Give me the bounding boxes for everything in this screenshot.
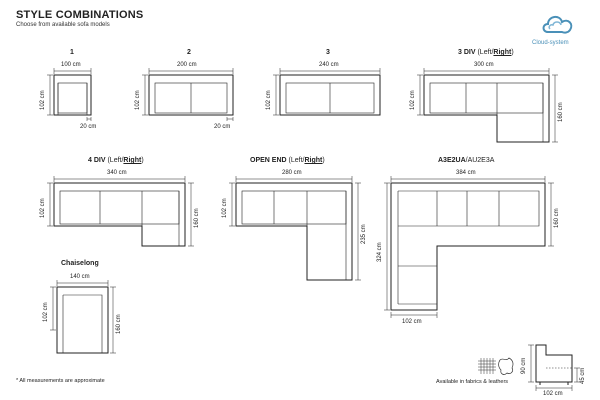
side-seat: 45 cm — [580, 367, 586, 384]
fabrics-note: Available in fabrics & leathers — [436, 379, 509, 385]
model-1-label: 1 — [70, 49, 74, 56]
ma3e-width: 384 cm — [456, 170, 476, 176]
sofa-a3e2ua-drawing — [390, 182, 546, 311]
m3-width: 240 cm — [319, 62, 339, 68]
ma3e-height: 324 cm — [377, 242, 383, 262]
side-height: 90 cm — [521, 357, 527, 374]
m1-height: 102 cm — [40, 90, 46, 110]
sofa-2-drawing — [148, 74, 234, 116]
sofa-chaiselong-drawing — [56, 286, 109, 354]
m4div-height: 102 cm — [40, 198, 46, 218]
model-3-label: 3 — [326, 49, 330, 56]
m2-height: 102 cm — [135, 90, 141, 110]
m3div-height: 102 cm — [410, 90, 416, 110]
sofa-3div-drawing — [423, 74, 550, 143]
measurement-note: * All measurements are approximate — [16, 378, 105, 384]
m4div-depth: 160 cm — [194, 208, 200, 228]
mchaise-height: 102 cm — [43, 302, 49, 322]
m3-height: 102 cm — [266, 90, 272, 110]
mchaise-width: 140 cm — [70, 274, 90, 280]
fabric-icon — [478, 358, 496, 374]
m3div-depth: 160 cm — [558, 102, 564, 122]
mopen-width: 280 cm — [282, 170, 302, 176]
ma3e-depth: 160 cm — [554, 208, 560, 228]
side-depth: 102 cm — [543, 391, 563, 397]
m2-width: 200 cm — [177, 62, 197, 68]
brand-name: Cloud-system — [532, 40, 569, 46]
mchaise-depth: 160 cm — [116, 314, 122, 334]
cloud-logo-icon — [542, 16, 573, 34]
page-title: STYLE COMBINATIONS — [16, 9, 144, 21]
mopen-depth: 235 cm — [361, 224, 367, 244]
model-3div-label: 3 DIV (Left/Right) — [458, 49, 514, 56]
model-4div-label: 4 DIV (Left/Right) — [88, 157, 144, 164]
sofa-side-profile-drawing — [535, 344, 573, 385]
model-2-label: 2 — [187, 49, 191, 56]
model-open-end-label: OPEN END (Left/Right) — [250, 157, 325, 164]
m4div-width: 340 cm — [107, 170, 127, 176]
sofa-3-drawing — [279, 74, 381, 116]
sofa-open-end-drawing — [235, 182, 353, 281]
m3div-width: 300 cm — [474, 62, 494, 68]
sofa-1-drawing — [53, 74, 92, 116]
ma3e-arm-width: 102 cm — [402, 319, 422, 325]
m1-width: 100 cm — [61, 62, 81, 68]
m2-arm: 20 cm — [214, 124, 231, 130]
leather-icon — [498, 357, 514, 375]
sofa-4div-drawing — [53, 182, 186, 247]
page-subtitle: Choose from available sofa models — [16, 22, 110, 28]
mopen-height: 102 cm — [222, 198, 228, 218]
model-a3e2ua-label: A3E2UA/AU2E3A — [438, 157, 495, 164]
model-chaiselong-label: Chaiselong — [61, 260, 99, 267]
m1-arm: 20 cm — [80, 124, 97, 130]
